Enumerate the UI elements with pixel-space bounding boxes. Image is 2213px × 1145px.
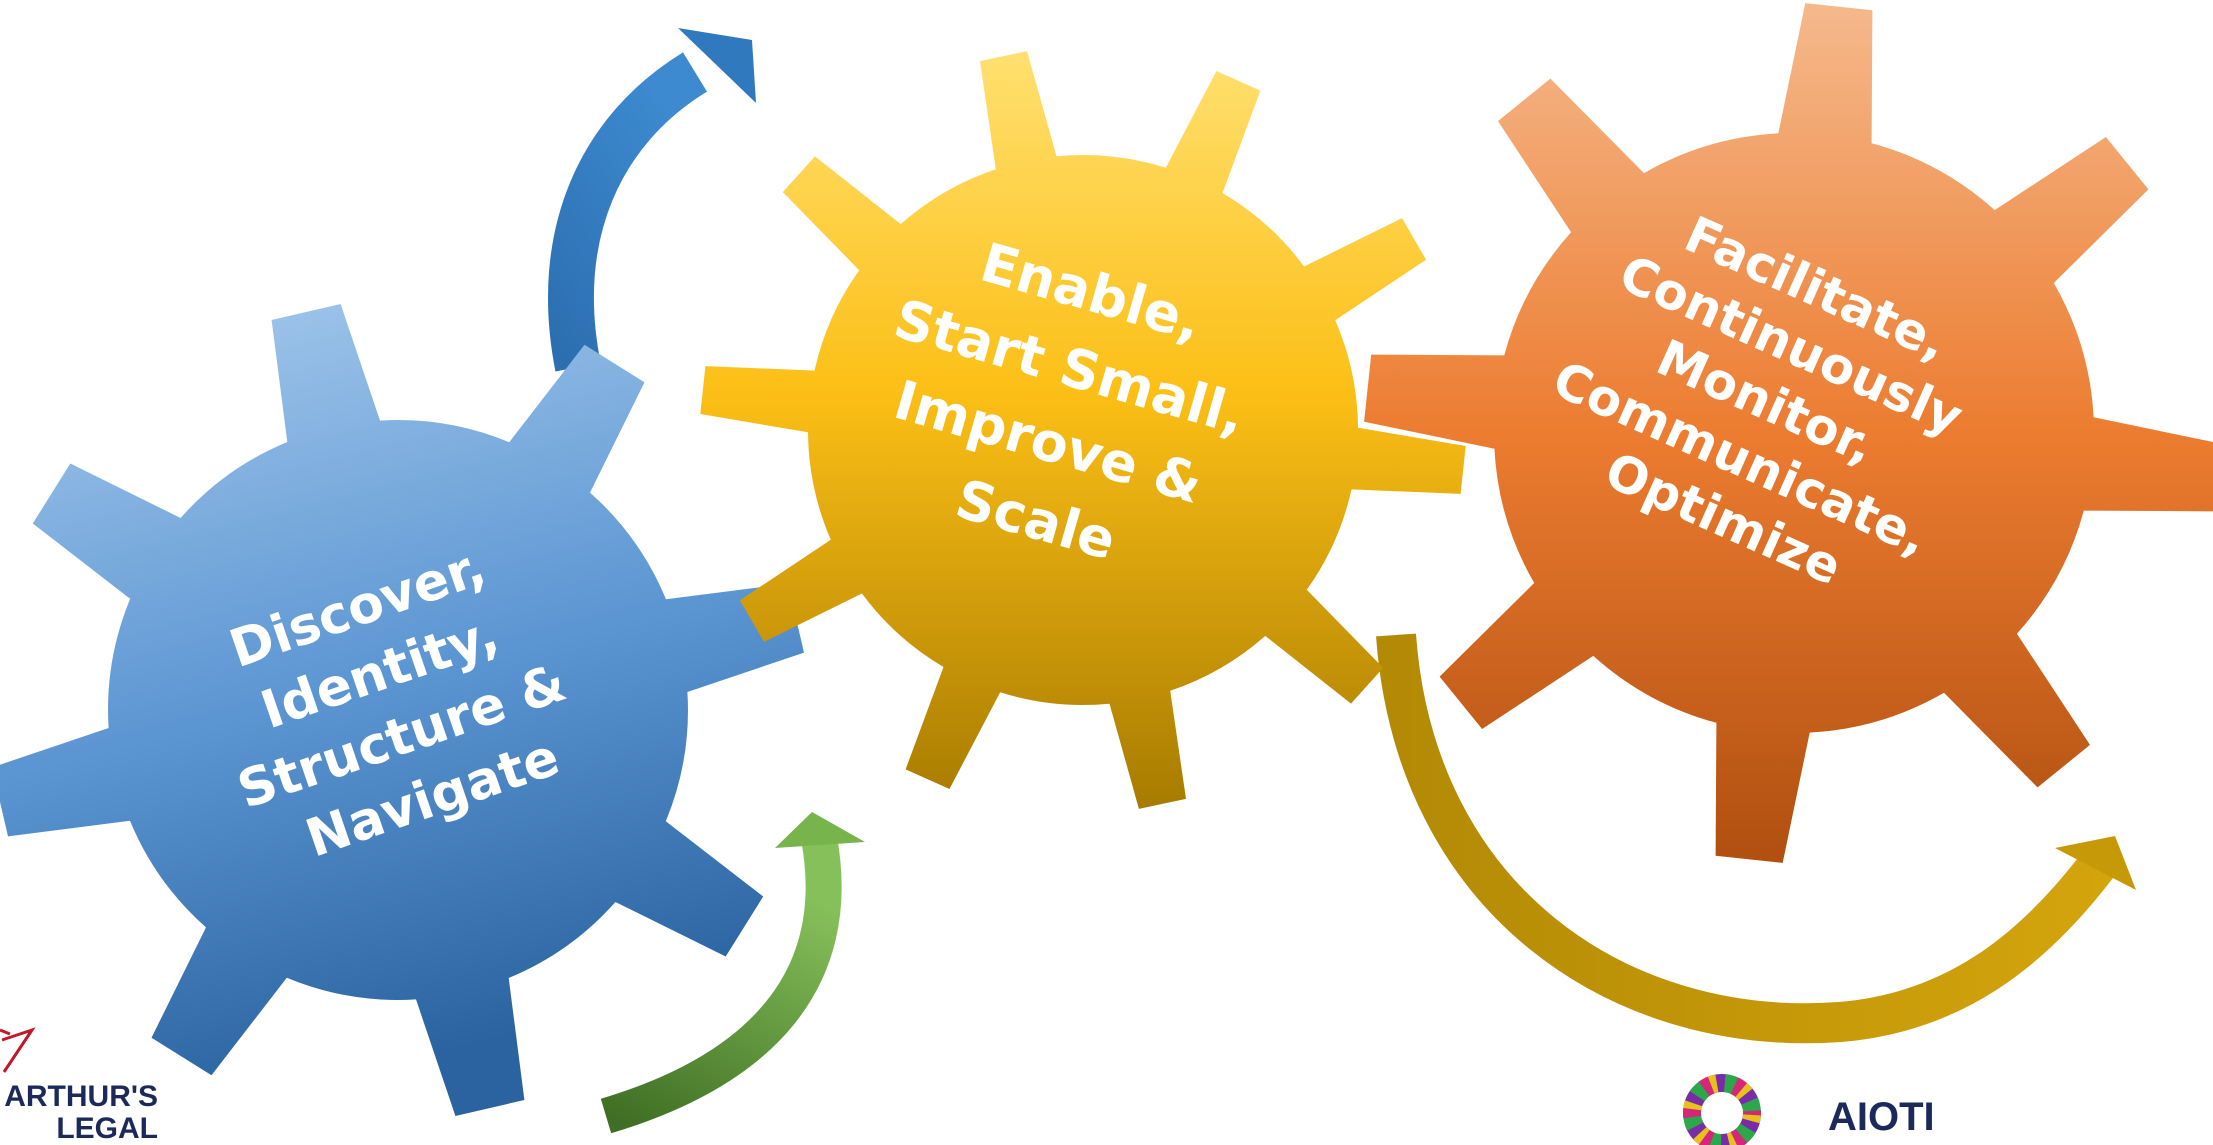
logo-left-line2: LEGAL (56, 1112, 158, 1145)
curved-arrow-gold (1376, 633, 2136, 1044)
gear-yellow (700, 51, 1466, 809)
gear-blue-label: Discover, Identity, Structure & Navigate (186, 518, 612, 885)
aioti-logo: AIOTI (1683, 1074, 1935, 1145)
curved-arrow-blue (548, 28, 756, 372)
gear-blue (0, 304, 804, 1116)
arthurs-legal-logo: ARTHUR'S LEGAL (0, 1027, 158, 1145)
curved-arrow-green (600, 812, 865, 1134)
aioti-logo-mark (1683, 1074, 1761, 1145)
logo-right-name: AIOTI (1828, 1095, 1935, 1139)
arthurs-legal-logo-mark (0, 1027, 36, 1073)
gear-orange (1364, 3, 2213, 863)
logo-left-line1: ARTHUR'S (4, 1080, 158, 1113)
